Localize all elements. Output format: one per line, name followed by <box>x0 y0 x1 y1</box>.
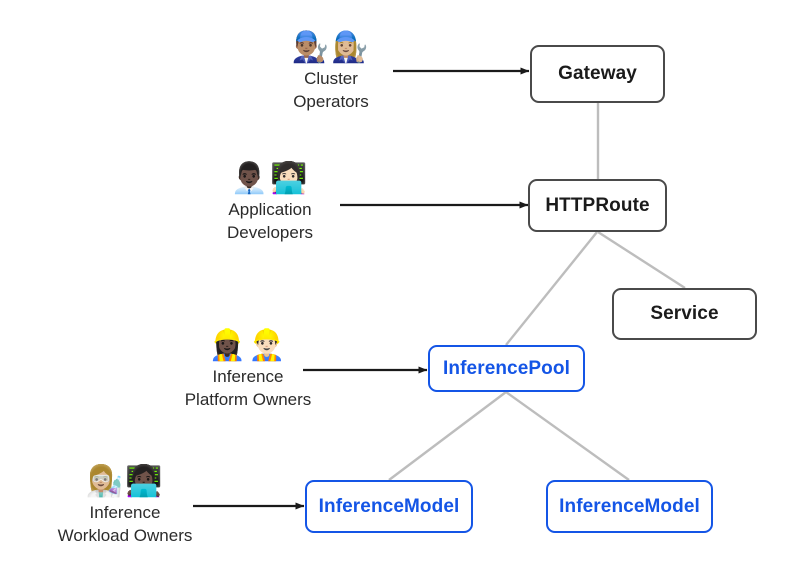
persona-cluster-operators: 👨🏽‍🔧👩🏼‍🔧 Cluster Operators <box>231 30 431 112</box>
persona-application-developers: 👨🏿‍💼👩🏻‍💻 Application Developers <box>170 161 370 243</box>
inference-platform-owners-icon: 👷🏿‍♀️👷🏻‍♂️ <box>208 328 288 363</box>
node-inferencemodel-right-label: InferenceModel <box>559 495 700 517</box>
persona-inference-platform-owners-line2: Platform Owners <box>184 390 312 409</box>
persona-inference-workload-owners-line2: Workload Owners <box>57 526 193 545</box>
edge-inferencepool-inferencemodel-right <box>505 391 630 481</box>
edge-httproute-service <box>597 230 686 290</box>
node-service[interactable]: Service <box>612 288 757 340</box>
node-gateway[interactable]: Gateway <box>530 45 665 103</box>
node-gateway-label: Gateway <box>558 63 637 84</box>
cluster-operators-icon: 👨🏽‍🔧👩🏼‍🔧 <box>291 30 371 65</box>
edge-httproute-inferencepool <box>505 231 598 346</box>
node-httproute[interactable]: HTTPRoute <box>528 179 667 232</box>
node-service-label: Service <box>650 303 719 324</box>
node-inferencepool[interactable]: InferencePool <box>428 345 585 392</box>
node-inferencemodel-right[interactable]: InferenceModel <box>546 480 713 533</box>
persona-application-developers-line1: Application <box>228 200 312 219</box>
node-inferencemodel-left[interactable]: InferenceModel <box>305 480 473 533</box>
edge-inferencepool-inferencemodel-left <box>388 391 507 481</box>
node-inferencepool-label: InferencePool <box>443 357 570 379</box>
persona-application-developers-line2: Developers <box>227 223 313 242</box>
node-httproute-label: HTTPRoute <box>545 194 650 216</box>
persona-cluster-operators-line1: Cluster <box>304 69 358 88</box>
persona-inference-platform-owners: 👷🏿‍♀️👷🏻‍♂️ Inference Platform Owners <box>148 328 348 410</box>
persona-inference-workload-owners: 👩🏼‍🔬👩🏿‍💻 Inference Workload Owners <box>25 464 225 546</box>
persona-cluster-operators-line2: Operators <box>293 92 369 111</box>
persona-inference-platform-owners-line1: Inference <box>212 367 284 386</box>
application-developers-icon: 👨🏿‍💼👩🏻‍💻 <box>230 161 310 196</box>
inference-workload-owners-icon: 👩🏼‍🔬👩🏿‍💻 <box>85 464 165 499</box>
node-inferencemodel-left-label: InferenceModel <box>318 495 460 517</box>
persona-inference-workload-owners-line1: Inference <box>89 503 161 522</box>
